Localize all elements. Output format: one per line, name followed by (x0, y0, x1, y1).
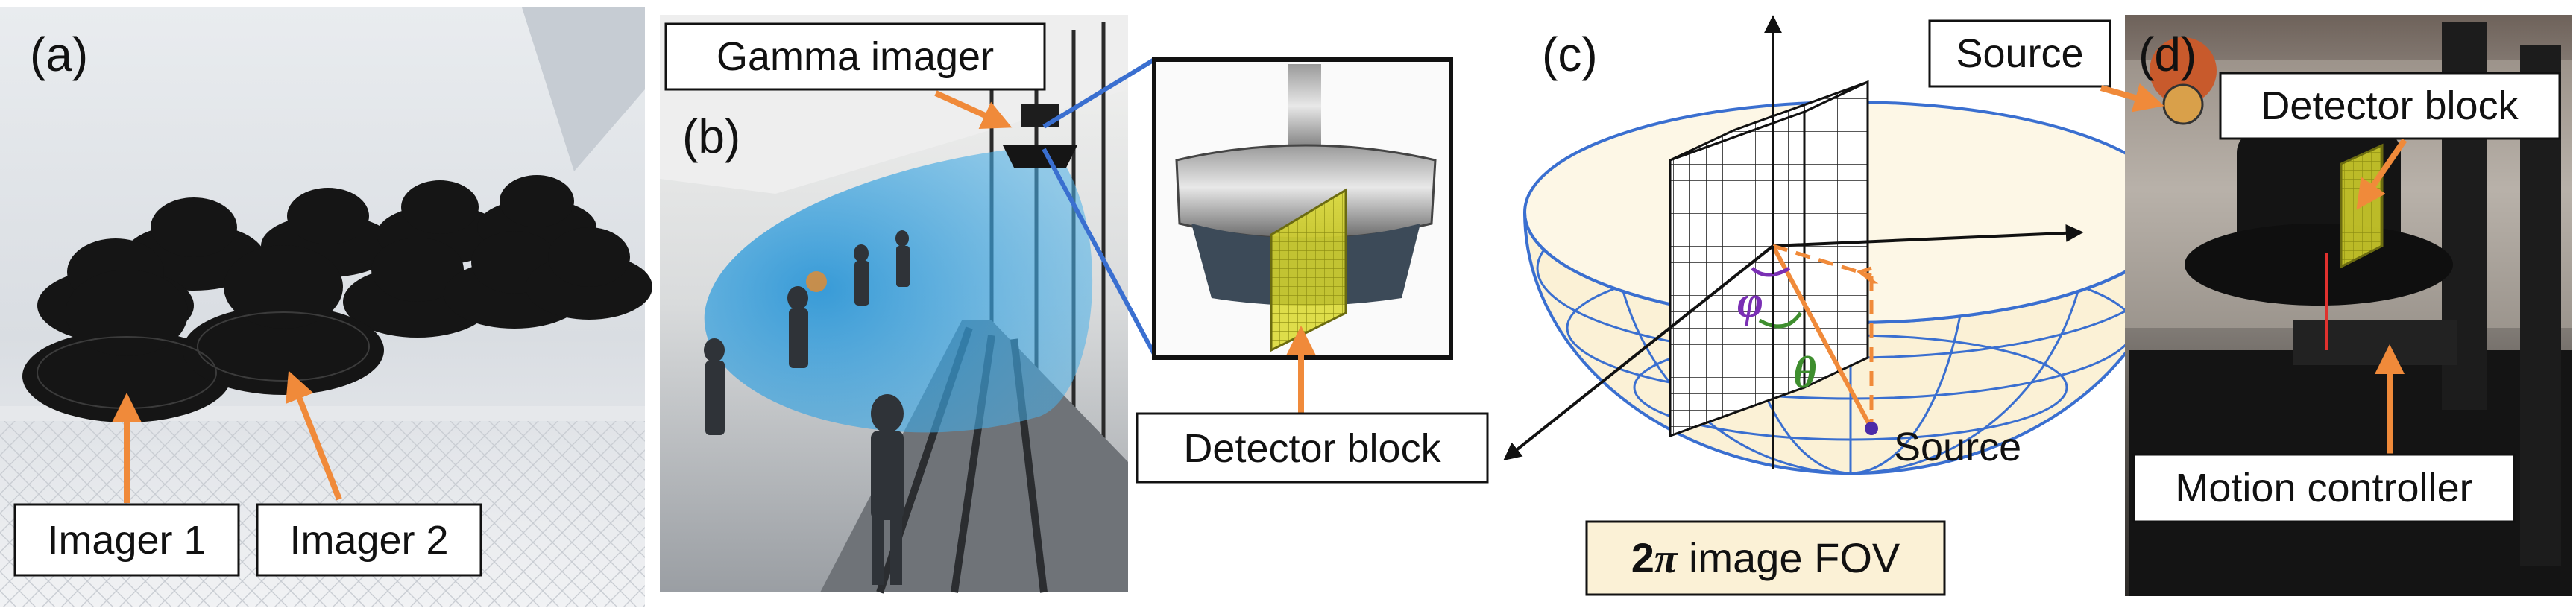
gamma-imager-device (1003, 145, 1077, 168)
fov-label: 2π image FOV (1631, 534, 1900, 582)
shelf-frame (522, 7, 645, 171)
device-base (2185, 224, 2453, 306)
y-axis (1772, 224, 2084, 247)
panel-d: (d) Source Detector block Motion control… (1928, 15, 2572, 596)
panel-a: (a) Imager 1 Imager 2 (0, 7, 652, 607)
source-label-c: Source (1894, 425, 2021, 469)
panel-b-tag: (b) (682, 110, 740, 163)
imager-group (22, 175, 652, 422)
imager-1-dome (66, 270, 188, 356)
source-label-box-d (1928, 19, 2111, 88)
detector-block-label-box-b (1136, 412, 1489, 484)
detector-block-label-box-d (2219, 72, 2561, 140)
detector-block-arrow-d (2356, 138, 2407, 210)
panel-a-tag: (a) (30, 28, 88, 81)
source-point (1865, 422, 1878, 435)
motion-controller-label: Motion controller (2175, 466, 2472, 510)
panel-b: (b) Gamma imager Detector block (660, 15, 1489, 594)
imager-1-label-box (13, 503, 240, 577)
motion-controller-label-box (2132, 453, 2516, 523)
zoom-line-top (1042, 57, 1156, 129)
gamma-imager-label: Gamma imager (717, 34, 994, 79)
gamma-imager-label-box (664, 22, 1046, 91)
theta-arc (1758, 311, 1803, 329)
x-axis (1503, 244, 1774, 460)
imager-2-label: Imager 2 (289, 518, 448, 563)
fov-label-box (1585, 520, 1946, 596)
inset-shaft (1288, 64, 1321, 157)
panel-c: (c) φ θ Source 2π (1503, 15, 2179, 596)
stage-plate (2293, 320, 2457, 365)
source-capsule (2162, 83, 2204, 125)
people (704, 230, 910, 585)
imager-1-base (22, 330, 231, 422)
detector-block-label-b: Detector block (1183, 426, 1441, 471)
detector-block-label-d: Detector block (2261, 83, 2519, 128)
panel-d-tag: (d) (2138, 28, 2196, 81)
phi-symbol: φ (1737, 277, 1763, 326)
phi-arc (1751, 266, 1791, 277)
imager-2-base (183, 306, 384, 395)
gamma-imager-arrow (934, 90, 1013, 130)
detector-grid-front (1803, 80, 1869, 390)
imager-2-arrow (286, 370, 342, 501)
source-label-d: Source (1956, 31, 2083, 76)
theta-symbol: θ (1793, 348, 1816, 397)
imager-2-dome (224, 245, 343, 329)
right-angle-mark (1856, 266, 1879, 284)
source-holder (2150, 37, 2217, 104)
detector-block-highlight (1270, 188, 1347, 352)
zoom-line-bottom (1042, 148, 1156, 355)
source-vector (1771, 244, 1874, 430)
panel-c-tag: (c) (1542, 28, 1598, 81)
imager-1-label: Imager 1 (47, 518, 206, 563)
hotspot-marker (806, 271, 827, 292)
imager-2-label-box (256, 503, 482, 577)
source-arrow-d (2100, 83, 2164, 113)
projection-line (1772, 244, 1872, 278)
